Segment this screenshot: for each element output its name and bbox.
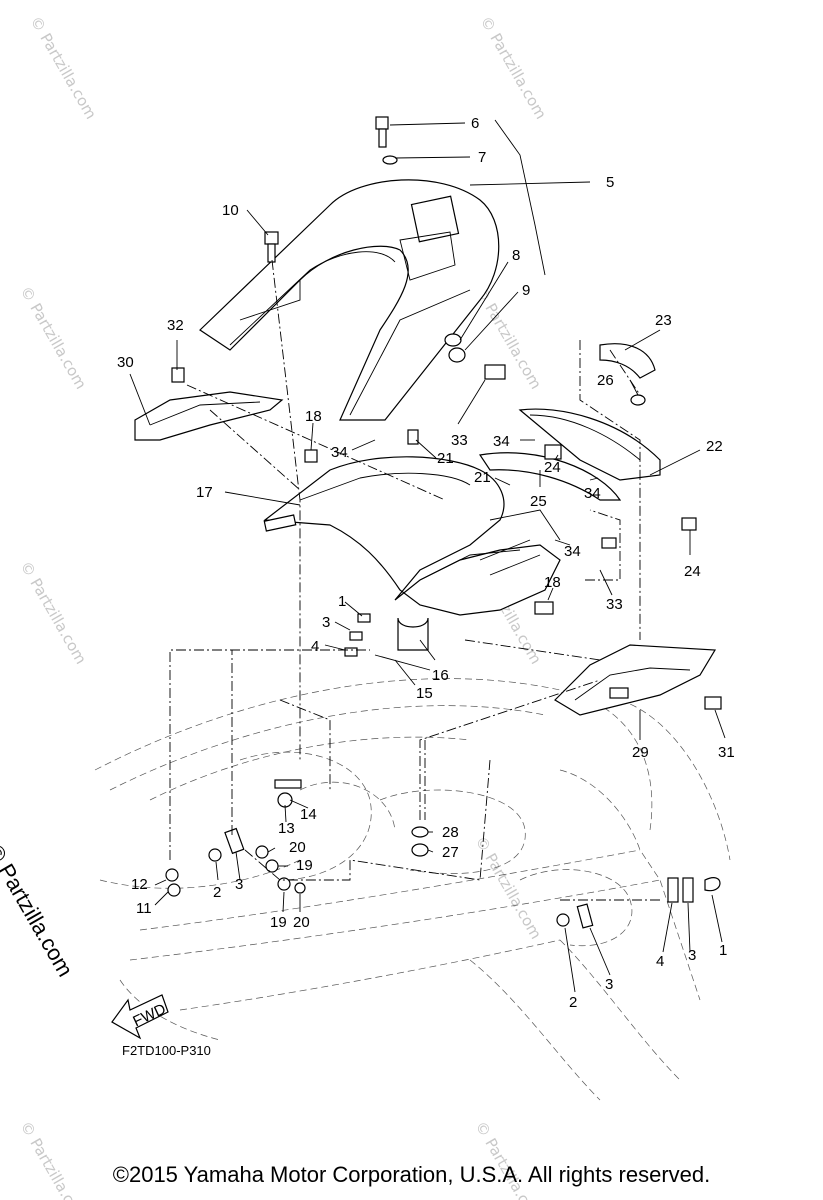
callout: 5 bbox=[606, 174, 614, 191]
copyright-notice: ©2015 Yamaha Motor Corporation, U.S.A. A… bbox=[112, 1162, 711, 1187]
bolt-part bbox=[375, 116, 398, 165]
callout: 27 bbox=[442, 844, 459, 861]
left-cover-part bbox=[134, 367, 284, 441]
callout: 4 bbox=[656, 953, 664, 970]
callout: 19 bbox=[296, 857, 313, 874]
callout: 25 bbox=[530, 493, 547, 510]
callout: 2 bbox=[213, 884, 221, 901]
leader-lines bbox=[129, 119, 726, 993]
callout: 11 bbox=[136, 900, 152, 917]
callout: 24 bbox=[684, 563, 701, 580]
callout: 31 bbox=[718, 744, 735, 761]
callout: 18 bbox=[305, 408, 322, 425]
watermark: © Partzilla.com bbox=[472, 283, 545, 392]
callout: 34 bbox=[331, 444, 348, 461]
callout: 12 bbox=[131, 876, 148, 893]
side-trim-part bbox=[478, 408, 661, 501]
callout: 14 bbox=[300, 806, 317, 823]
callout: 4 bbox=[311, 638, 319, 655]
callout: 24 bbox=[544, 459, 561, 476]
callout: 33 bbox=[606, 596, 623, 613]
callout: 3 bbox=[605, 976, 613, 993]
callout: 3 bbox=[322, 614, 330, 631]
callout: 1 bbox=[338, 593, 346, 610]
callout: 13 bbox=[278, 820, 295, 837]
callout: 16 bbox=[432, 667, 449, 684]
callout: 23 bbox=[655, 312, 672, 329]
callout: 34 bbox=[564, 543, 581, 560]
callout: 30 bbox=[117, 354, 134, 371]
callout: 33 bbox=[451, 432, 468, 449]
grommet-part bbox=[444, 333, 462, 347]
callout: 20 bbox=[289, 839, 306, 856]
callout: 9 bbox=[522, 282, 530, 299]
rear-deck-part bbox=[263, 456, 561, 616]
callout: 10 bbox=[222, 202, 239, 219]
callout: 17 bbox=[196, 484, 213, 501]
callout: 3 bbox=[688, 947, 696, 964]
callout: 1 bbox=[719, 942, 727, 959]
grommet-part bbox=[448, 347, 466, 363]
callout: 3 bbox=[235, 876, 243, 893]
callout: 29 bbox=[632, 744, 649, 761]
fwd-arrow-icon: FWD bbox=[111, 994, 169, 1040]
rear-cover-part bbox=[554, 644, 717, 716]
callout: 18 bbox=[544, 574, 561, 591]
callout: 8 bbox=[512, 247, 520, 264]
callout: 32 bbox=[167, 317, 184, 334]
diagram-code: F2TD100-P310 bbox=[122, 1043, 211, 1058]
callout: 26 bbox=[597, 372, 614, 389]
callout: 20 bbox=[293, 914, 310, 931]
callout: 21 bbox=[437, 450, 454, 467]
watermark: © Partzilla.com bbox=[477, 13, 550, 122]
callout: 6 bbox=[471, 115, 479, 132]
callout: 2 bbox=[569, 994, 577, 1011]
bolt-part bbox=[264, 231, 279, 263]
assembly-lines bbox=[169, 259, 660, 901]
callout: 19 bbox=[270, 914, 287, 931]
callout: 22 bbox=[706, 438, 723, 455]
watermark: © Partzilla.com bbox=[17, 558, 90, 667]
callout: 34 bbox=[493, 433, 510, 450]
watermark: © Partzilla.com bbox=[472, 833, 545, 942]
callout: 15 bbox=[416, 685, 433, 702]
watermark: © Partzilla.com bbox=[17, 283, 90, 392]
callout: 28 bbox=[442, 824, 459, 841]
seat-part bbox=[199, 179, 500, 421]
callout-numbers: 6 7 5 10 8 9 32 30 23 26 18 34 21 33 34 … bbox=[117, 115, 735, 1011]
callout: 21 bbox=[474, 469, 491, 486]
hardware-group bbox=[165, 364, 722, 929]
watermark: © Partzilla.com bbox=[27, 13, 100, 122]
callout: 34 bbox=[584, 485, 601, 502]
callout: 7 bbox=[478, 149, 486, 166]
hull-outline bbox=[94, 678, 731, 1101]
